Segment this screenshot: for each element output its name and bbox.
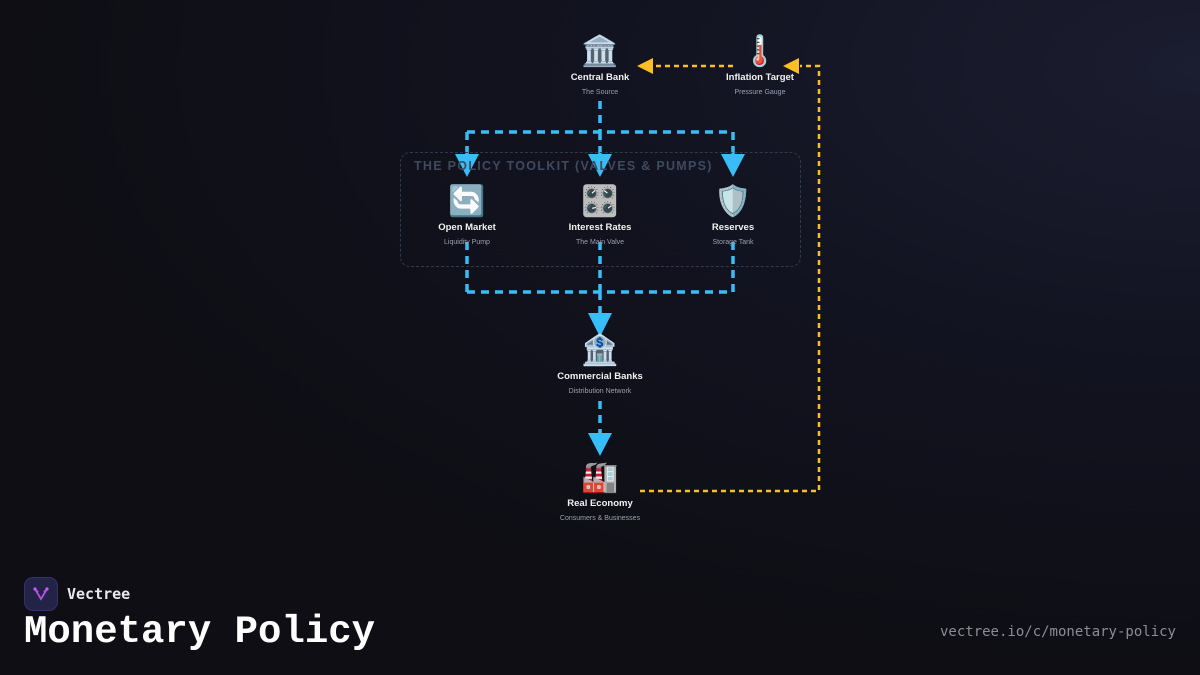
arrow-real-economy	[588, 433, 612, 456]
node-subtitle: Storage Tank	[712, 239, 754, 246]
control-knobs-icon: 🎛️	[581, 184, 619, 219]
shield-icon: 🛡️	[714, 184, 752, 219]
node-title: Open Market	[438, 222, 496, 233]
arrow-inflation	[783, 58, 799, 74]
repeat-icon: 🔄	[448, 184, 486, 219]
node-title: Reserves	[711, 222, 755, 233]
arrow-open-market	[455, 154, 479, 177]
factory-icon: 🏭	[581, 460, 619, 495]
edge-central-to-tools	[465, 101, 735, 158]
node-subtitle: Pressure Gauge	[734, 89, 786, 96]
node-title: Interest Rates	[568, 222, 632, 233]
bank-icon: 🏦	[581, 333, 619, 368]
edge-economy-to-inflation	[640, 64, 821, 493]
bank-icon: 🏛️	[581, 34, 619, 69]
node-subtitle: The Source	[581, 89, 619, 96]
node-subtitle: Liquidity Pump	[444, 239, 490, 246]
page-url[interactable]: vectree.io/c/monetary-policy	[939, 624, 1176, 640]
node-title: Real Economy	[567, 498, 633, 509]
brand: Vectree	[24, 577, 130, 611]
node-title: Central Bank	[570, 72, 630, 83]
arrow-interest-rates	[588, 154, 612, 177]
arrow-central-bank	[637, 58, 653, 74]
node-central-bank[interactable]: 🏛️ Central Bank The Source	[520, 34, 680, 96]
node-real-economy[interactable]: 🏭 Real Economy Consumers & Businesses	[520, 460, 680, 522]
arrow-commercial-banks	[588, 313, 612, 337]
group-label: THE POLICY TOOLKIT (VALVES & PUMPS)	[414, 159, 713, 173]
vectree-logo-icon	[24, 577, 58, 611]
brand-name: Vectree	[67, 585, 131, 603]
node-interest-rates[interactable]: 🎛️ Interest Rates The Main Valve	[520, 184, 680, 246]
node-subtitle: Consumers & Businesses	[559, 515, 641, 522]
node-title: Inflation Target	[726, 72, 794, 83]
page-title: Monetary Policy	[24, 610, 376, 654]
policy-toolkit-group: THE POLICY TOOLKIT (VALVES & PUMPS)	[400, 152, 801, 267]
node-title: Commercial Banks	[557, 371, 643, 382]
node-inflation-target[interactable]: 🌡️ Inflation Target Pressure Gauge	[680, 34, 840, 96]
node-subtitle: Distribution Network	[568, 388, 632, 395]
arrow-reserves	[721, 154, 745, 177]
node-open-market[interactable]: 🔄 Open Market Liquidity Pump	[387, 184, 547, 246]
node-reserves[interactable]: 🛡️ Reserves Storage Tank	[653, 184, 813, 246]
node-subtitle: The Main Valve	[575, 239, 625, 246]
node-commercial-banks[interactable]: 🏦 Commercial Banks Distribution Network	[520, 333, 680, 395]
thermometer-icon: 🌡️	[741, 34, 779, 69]
